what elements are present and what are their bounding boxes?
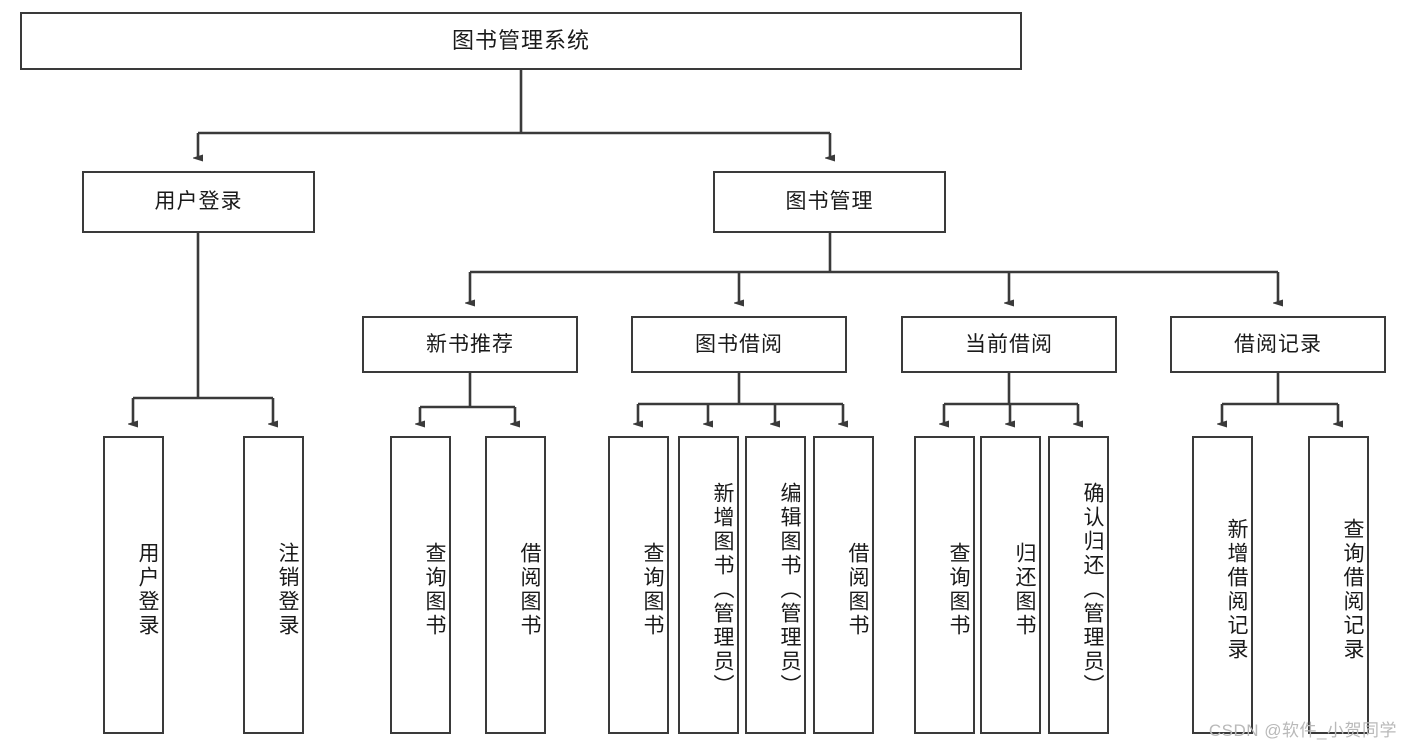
- node-book-management[interactable]: 图书管理: [713, 171, 946, 233]
- node-label: 图书管理系统: [451, 27, 590, 53]
- node-label: 新增借阅记录: [1225, 518, 1248, 662]
- leaf-current-query-book[interactable]: 查询图书: [914, 436, 975, 734]
- node-borrow-record[interactable]: 借阅记录: [1170, 316, 1386, 373]
- node-label: 新增图书（管理员）: [711, 482, 734, 698]
- node-label: 查询图书: [947, 542, 970, 638]
- leaf-user-logout[interactable]: 注销登录: [243, 436, 304, 734]
- leaf-user-login[interactable]: 用户登录: [103, 436, 164, 734]
- leaf-borrow-query-book[interactable]: 查询图书: [608, 436, 669, 734]
- node-label: 图书管理: [785, 190, 874, 214]
- leaf-borrow-edit-book-admin[interactable]: 编辑图书（管理员）: [745, 436, 806, 734]
- node-label: 借阅图书: [846, 542, 869, 638]
- node-user-login[interactable]: 用户登录: [82, 171, 315, 233]
- node-label: 查询借阅记录: [1341, 518, 1364, 662]
- node-label: 新书推荐: [426, 332, 514, 356]
- leaf-current-return-book[interactable]: 归还图书: [980, 436, 1041, 734]
- leaf-recommend-query-book[interactable]: 查询图书: [390, 436, 451, 734]
- node-label: 查询图书: [641, 542, 664, 638]
- node-label: 图书借阅: [695, 332, 783, 356]
- leaf-borrow-add-book-admin[interactable]: 新增图书（管理员）: [678, 436, 739, 734]
- node-current-borrow[interactable]: 当前借阅: [901, 316, 1117, 373]
- leaf-record-query-record[interactable]: 查询借阅记录: [1308, 436, 1369, 734]
- leaf-borrow-borrow-book[interactable]: 借阅图书: [813, 436, 874, 734]
- leaf-record-add-record[interactable]: 新增借阅记录: [1192, 436, 1253, 734]
- node-book-borrow[interactable]: 图书借阅: [631, 316, 847, 373]
- node-root-system[interactable]: 图书管理系统: [20, 12, 1022, 70]
- node-label: 注销登录: [276, 542, 299, 638]
- node-label: 用户登录: [154, 190, 243, 214]
- node-new-book-recommend[interactable]: 新书推荐: [362, 316, 578, 373]
- node-label: 编辑图书（管理员）: [778, 482, 801, 698]
- node-label: 借阅记录: [1234, 332, 1322, 356]
- csdn-watermark: CSDN @软件_小贺同学: [1208, 721, 1397, 740]
- leaf-current-confirm-return-admin[interactable]: 确认归还（管理员）: [1048, 436, 1109, 734]
- node-label: 当前借阅: [965, 332, 1053, 356]
- node-label: 确认归还（管理员）: [1081, 482, 1104, 698]
- node-label: 归还图书: [1013, 542, 1036, 638]
- leaf-recommend-borrow-book[interactable]: 借阅图书: [485, 436, 546, 734]
- node-label: 查询图书: [423, 542, 446, 638]
- node-label: 借阅图书: [518, 542, 541, 638]
- node-label: 用户登录: [136, 542, 159, 638]
